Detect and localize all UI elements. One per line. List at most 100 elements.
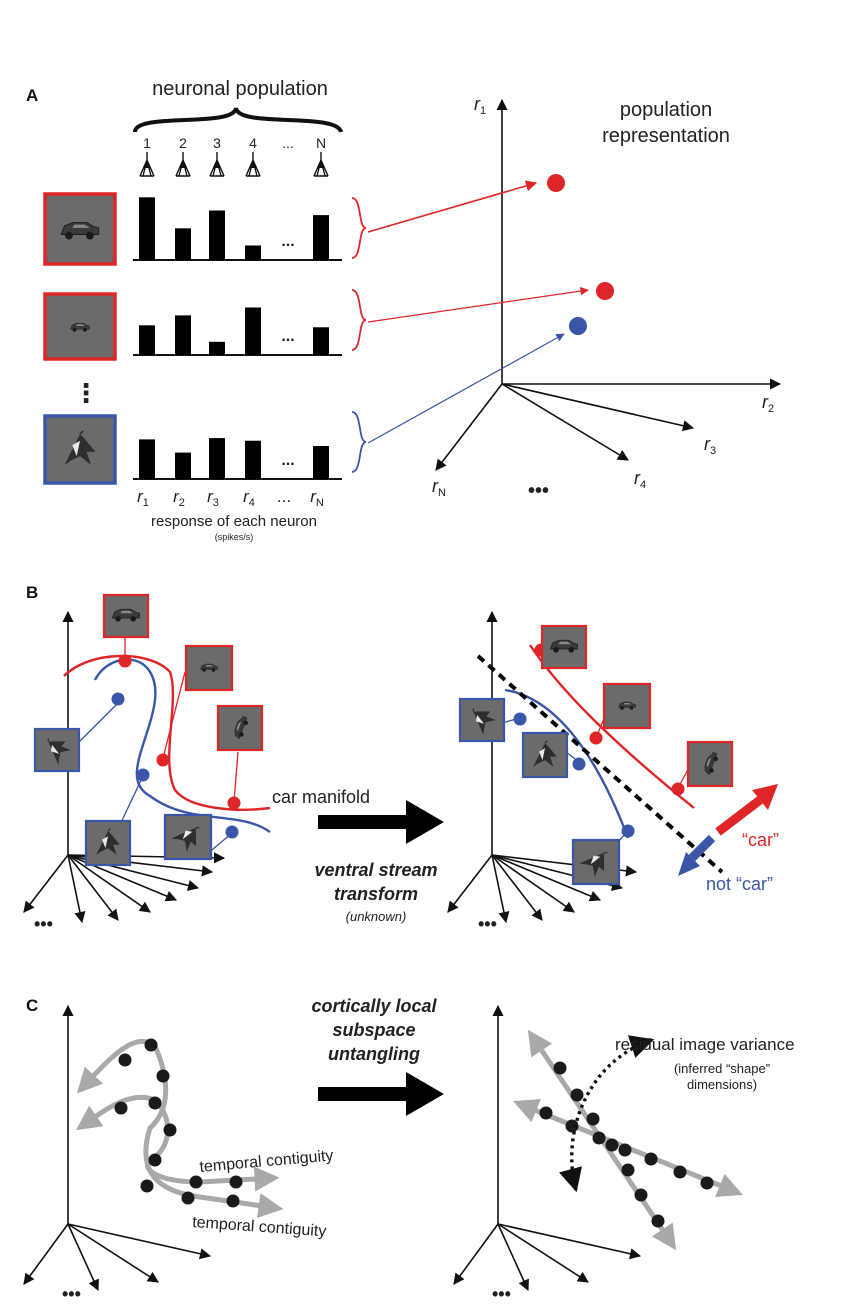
stimulus-image <box>43 192 117 266</box>
panel-c: C ••• temporal contiguity temporal conti… <box>23 996 795 1304</box>
residual-label-line3: dimensions) <box>687 1077 757 1092</box>
axis-label-r4: r4 <box>634 468 646 491</box>
response-caption: response of each neuron <box>151 513 317 530</box>
axis-label-r1: r1 <box>474 94 486 117</box>
temporal-contiguity-label-1: temporal contiguity <box>199 1147 334 1176</box>
response-bar <box>209 341 225 355</box>
neuron-id-label: ... <box>282 135 294 151</box>
response-x-label: r2 <box>173 487 185 509</box>
panel-c-right-axes <box>453 1004 642 1292</box>
response-bar <box>209 438 225 479</box>
response-x-label: r1 <box>137 487 149 509</box>
axis-r4 <box>501 383 629 461</box>
response-bar <box>139 439 155 479</box>
population-axes <box>435 98 782 471</box>
panel-b-left-ellipsis: ••• <box>34 914 53 934</box>
bar-rows: ......... <box>43 192 342 485</box>
response-bar <box>139 325 155 355</box>
response-bar <box>313 327 329 355</box>
row-ellipsis: ... <box>281 328 294 345</box>
tile-car-d <box>540 624 588 670</box>
axis-label-rN: rN <box>432 476 446 499</box>
response-bar <box>175 315 191 355</box>
neuron-icon <box>175 151 191 177</box>
neuron-id-label: 3 <box>213 135 221 151</box>
axis-rN <box>435 383 503 471</box>
transform-arrow <box>318 800 444 844</box>
neuron-icon <box>313 151 329 177</box>
row-ellipsis: ... <box>281 233 294 250</box>
tile-car-f <box>686 740 734 788</box>
response-bar <box>209 210 225 260</box>
response-row: ... <box>43 414 342 485</box>
point-car-1 <box>547 174 565 192</box>
tile-jet-e <box>521 731 569 779</box>
untangling-title-line2: subspace <box>332 1020 415 1040</box>
residual-label-line2: (inferred “shape” <box>674 1061 770 1076</box>
neuron-id-label: 4 <box>249 135 257 151</box>
untangling-title-line1: cortically local <box>311 996 437 1016</box>
panel-c-left-ellipsis: ••• <box>62 1284 81 1304</box>
row-ellipsis: ... <box>281 452 294 469</box>
response-row: ... <box>43 192 342 266</box>
tile-jet-c <box>163 813 213 861</box>
neuron-id-label: N <box>316 135 326 151</box>
trajectory-dots-tangled <box>114 1038 243 1208</box>
panel-c-label: C <box>26 996 38 1015</box>
car-direction-shaft <box>715 796 763 836</box>
response-bar <box>175 452 191 479</box>
tile-car-c <box>216 704 264 752</box>
neuron-icon <box>209 151 225 177</box>
untangling-title-line3: untangling <box>328 1044 420 1064</box>
noncar-direction-shaft <box>688 834 716 862</box>
row1-arrow <box>367 180 538 233</box>
tile-jet-b <box>84 819 132 867</box>
point-noncar <box>569 317 587 335</box>
tile-jet-f <box>571 838 621 886</box>
row1-brace <box>351 197 367 259</box>
car-label: “car” <box>742 830 779 850</box>
axis-r3 <box>501 383 695 432</box>
transform-title-line1: ventral stream <box>314 860 437 880</box>
panel-b-right-ellipsis: ••• <box>478 914 497 934</box>
noncar-direction-head <box>678 852 700 876</box>
residual-variance-arrow <box>558 1035 655 1193</box>
neuron-icon <box>245 151 261 177</box>
transform-subtitle: (unknown) <box>346 909 407 924</box>
tile-jet-d <box>458 697 506 743</box>
response-x-label: r4 <box>243 487 255 509</box>
row3-brace <box>351 411 367 473</box>
response-bar <box>313 215 329 260</box>
response-x-label: ... <box>277 487 291 506</box>
transform-title-line2: transform <box>334 884 418 904</box>
panel-b: B ••• car manifold <box>23 583 779 934</box>
temporal-contiguity-label-2: temporal contiguity <box>192 1214 327 1240</box>
axes-ellipsis: ••• <box>528 480 549 502</box>
response-bar <box>245 307 261 355</box>
response-bar <box>245 245 261 260</box>
response-bar <box>313 446 329 479</box>
response-bar <box>245 440 261 479</box>
tile-car-a <box>102 593 150 639</box>
tile-car-b <box>184 644 234 692</box>
point-car-2 <box>596 282 614 300</box>
panel-a-label: A <box>26 86 38 105</box>
response-units: (spikes/s) <box>215 532 254 542</box>
response-x-label: rN <box>310 487 324 509</box>
row2-brace <box>351 289 367 351</box>
noncar-manifold-tangled <box>93 658 271 833</box>
neuron-icon <box>139 151 155 177</box>
row3-arrow <box>367 333 565 444</box>
panel-b-label: B <box>26 583 38 602</box>
tile-jet-a <box>33 727 81 773</box>
residual-label-line1: residual image variance <box>615 1035 795 1054</box>
response-bar <box>175 228 191 260</box>
neuron-id-label: 1 <box>143 135 151 151</box>
decision-boundary <box>476 654 724 874</box>
axis-label-r2: r2 <box>762 392 774 415</box>
not-car-label: not “car” <box>706 874 773 894</box>
row2-arrow <box>367 286 589 323</box>
